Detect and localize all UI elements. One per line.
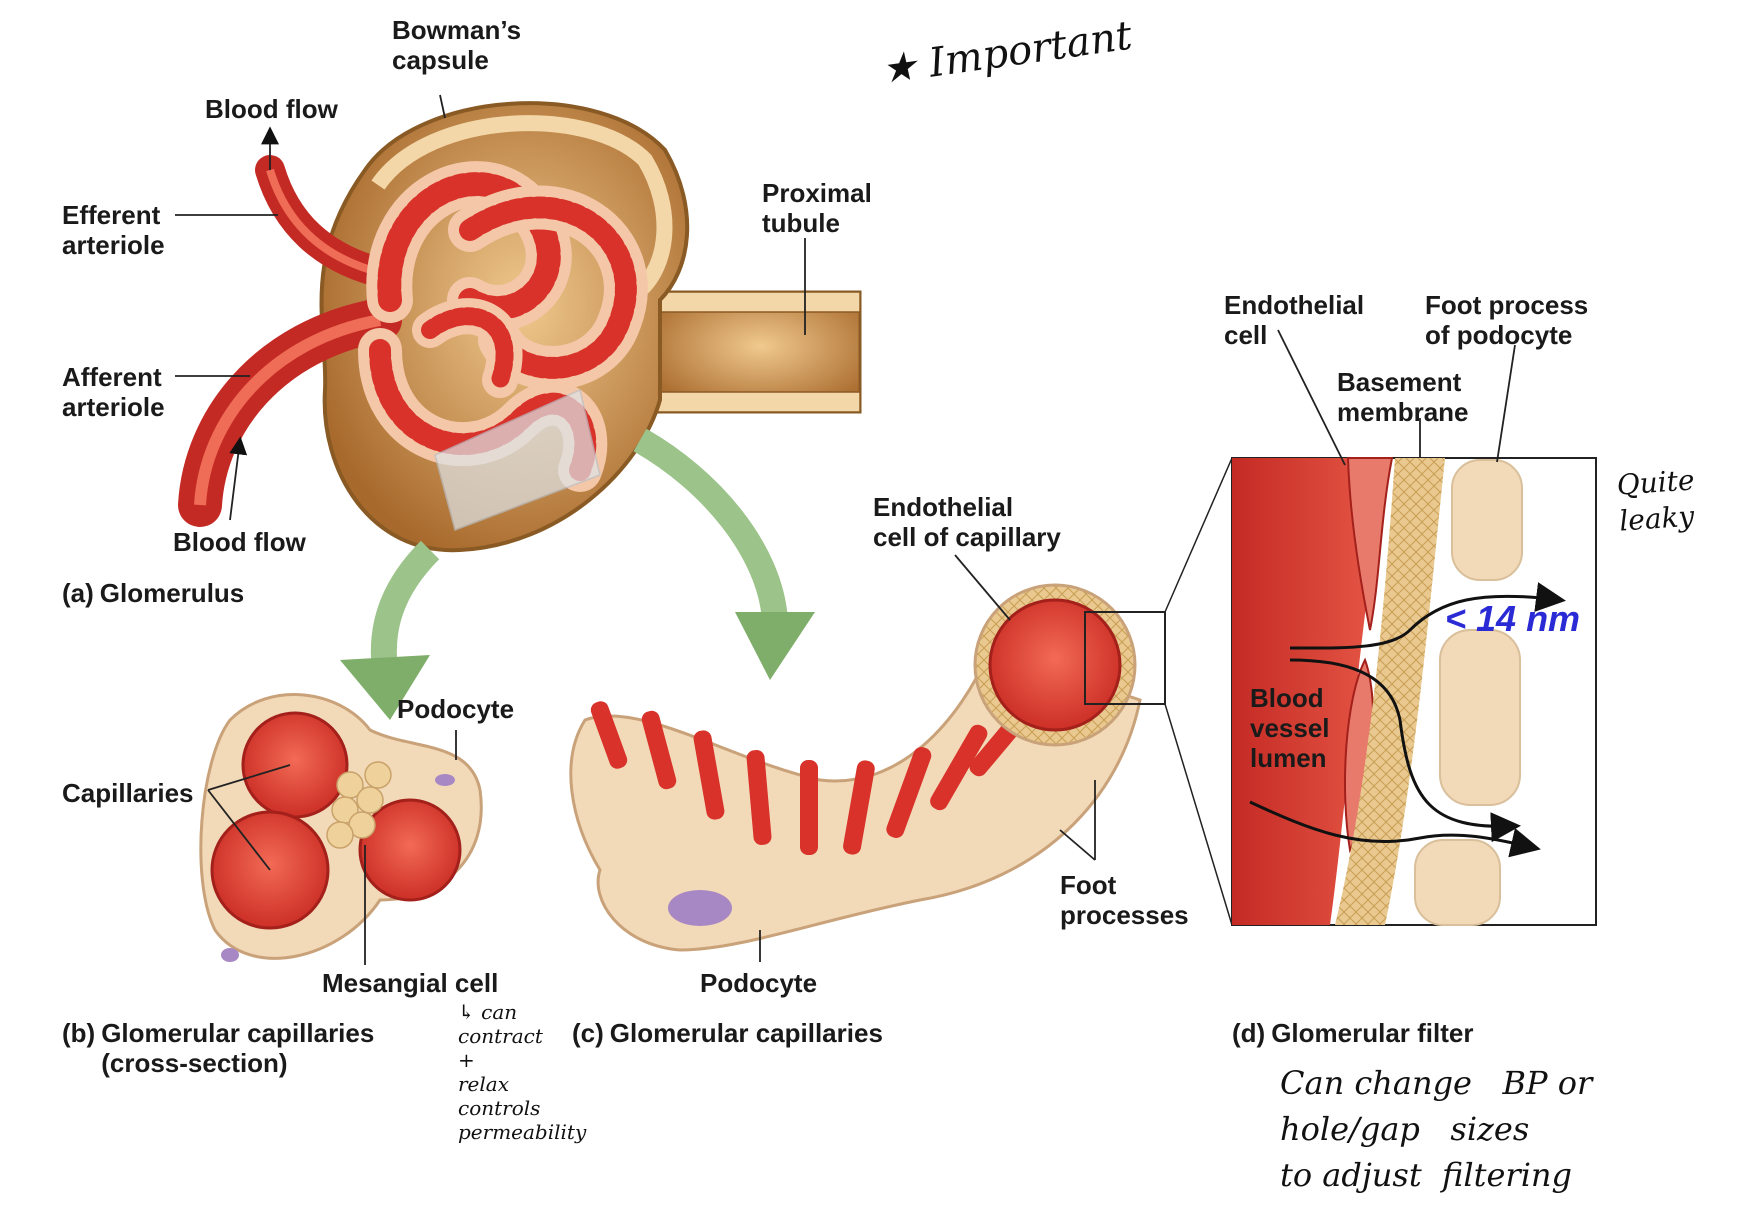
foot-process-layer	[1414, 459, 1523, 926]
filtration-arrows	[1249, 582, 1566, 858]
mesangial-cells	[326, 761, 392, 849]
caption-b: (b)Glomerular capillaries (cross-section…	[62, 1018, 374, 1078]
capillary-lumen-stripes	[590, 698, 1038, 855]
label-foot-process-of-podocyte: Foot process of podocyte	[1425, 290, 1589, 350]
label-endothelial-cell: Endothelial cell	[1224, 290, 1365, 350]
zoom-box	[1084, 611, 1166, 705]
basement-membrane-layer	[1335, 458, 1445, 925]
capillary-panel	[569, 583, 1166, 952]
caption-b-letter: (b)	[62, 1018, 96, 1048]
label-proximal-tubule: Proximal tubule	[762, 178, 872, 238]
caption-d-text: Glomerular filter	[1271, 1018, 1474, 1048]
label-foot-processes: Foot processes	[1060, 870, 1189, 930]
note-filter: Can change BP or hole/gap sizes to adjus…	[1280, 1064, 1593, 1194]
green-arrows	[340, 428, 815, 720]
filter-panel	[1164, 457, 1597, 926]
label-blood-flow-bottom: Blood flow	[173, 527, 306, 557]
label-blood-flow-top: Blood flow	[205, 94, 338, 124]
caption-a: (a)Glomerulus	[62, 578, 244, 608]
podocyte-nucleus	[668, 890, 732, 926]
caption-a-letter: (a)	[62, 578, 94, 608]
caption-a-text: Glomerulus	[99, 578, 245, 608]
label-podocyte-c: Podocyte	[700, 968, 818, 998]
caption-c-text: Glomerular capillaries	[609, 1018, 883, 1048]
label-mesangial-cell: Mesangial cell	[322, 968, 499, 998]
capillary-opening	[988, 598, 1122, 732]
label-basement-membrane: Basement membrane	[1337, 367, 1469, 427]
note-quite-leaky: Quite leaky	[1615, 463, 1696, 538]
label-blood-vessel-lumen: Blood vessel lumen	[1250, 683, 1330, 773]
caption-c-letter: (c)	[572, 1018, 604, 1048]
note-mesangial: ↳ can contract + relax controls permeabi…	[458, 1000, 587, 1144]
label-bowmans-capsule: Bowman’s capsule	[392, 15, 522, 75]
cross-section-panel	[199, 693, 483, 962]
caption-c: (c)Glomerular capillaries	[572, 1018, 883, 1048]
capillary-cross-section	[358, 798, 462, 902]
leader-lines	[175, 94, 1516, 965]
capillary-cross-section	[241, 711, 349, 819]
glomerulus-panel	[178, 101, 862, 553]
label-podocyte-b: Podocyte	[397, 694, 515, 724]
label-afferent-arteriole: Afferent arteriole	[62, 362, 165, 422]
label-pore-size: < 14 nm	[1445, 598, 1581, 639]
caption-d: (d)Glomerular filter	[1232, 1018, 1473, 1048]
label-capillaries: Capillaries	[62, 778, 194, 808]
caption-b-text: Glomerular capillaries (cross-section)	[101, 1018, 375, 1078]
label-efferent-arteriole: Efferent arteriole	[62, 200, 165, 260]
caption-d-letter: (d)	[1232, 1018, 1266, 1048]
label-endothelial-cell-of-capillary: Endothelial cell of capillary	[873, 492, 1061, 552]
